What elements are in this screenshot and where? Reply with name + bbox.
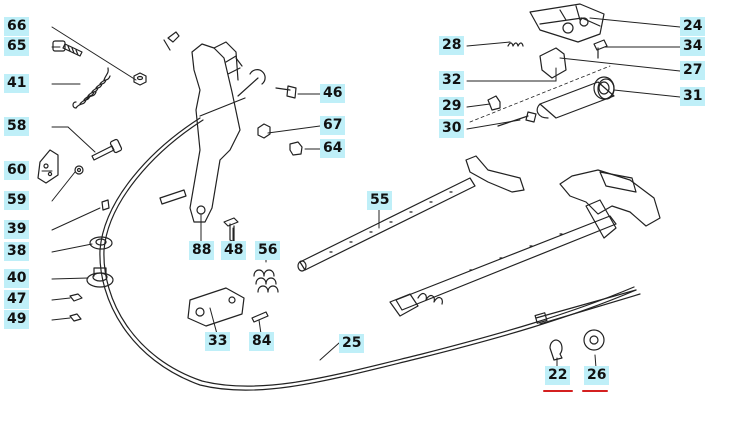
cable-end-46-area xyxy=(199,69,266,117)
clip-64-drawing xyxy=(289,141,303,156)
bolt-58-drawing xyxy=(91,138,123,161)
clip-22-drawing xyxy=(549,339,563,361)
callout-49: 49 xyxy=(4,310,30,329)
cable-end-right xyxy=(534,289,641,325)
callout-47: 47 xyxy=(4,290,30,309)
callout-38: 38 xyxy=(4,242,30,261)
nut-67-drawing xyxy=(257,123,271,139)
callout-48: 48 xyxy=(221,241,247,260)
callout-65: 65 xyxy=(4,37,30,56)
pin-46-drawing xyxy=(275,85,297,99)
grommet-40-drawing xyxy=(86,267,114,288)
bracket-33-drawing xyxy=(187,287,245,327)
clip-47-drawing xyxy=(69,293,83,302)
washer-59-drawing xyxy=(74,165,84,175)
callout-59: 59 xyxy=(4,191,30,210)
clip-26-drawing xyxy=(583,329,605,351)
callout-39: 39 xyxy=(4,220,30,239)
clip-29-drawing xyxy=(487,95,501,111)
callout-46: 46 xyxy=(320,84,346,103)
callout-84: 84 xyxy=(249,332,275,351)
spring-28-drawing xyxy=(507,42,524,47)
leader-lines xyxy=(41,17,681,369)
cable-25-drawing xyxy=(99,117,637,391)
bracket-24-drawing xyxy=(529,3,605,43)
callout-88: 88 xyxy=(189,241,215,260)
callout-25: 25 xyxy=(339,334,365,353)
callout-31: 31 xyxy=(680,87,706,106)
callout-33: 33 xyxy=(205,332,231,351)
clip-49-drawing xyxy=(69,313,82,322)
bushing-31-drawing xyxy=(593,76,615,100)
callout-34: 34 xyxy=(680,37,706,56)
callout-55: 55 xyxy=(367,191,393,210)
callout-64: 64 xyxy=(320,139,346,158)
handle-assembly-drawing xyxy=(389,169,661,317)
callout-29: 29 xyxy=(439,97,465,116)
callout-32: 32 xyxy=(439,71,465,90)
bolt-34-drawing xyxy=(593,39,608,59)
spring-41-drawing xyxy=(72,67,111,109)
callout-58: 58 xyxy=(4,117,30,136)
callout-27: 27 xyxy=(680,61,706,80)
callout-41: 41 xyxy=(4,74,30,93)
callout-40: 40 xyxy=(4,269,30,288)
bracket-60-drawing xyxy=(37,149,59,184)
highlight-underline-22 xyxy=(543,390,573,392)
bolt-30-drawing xyxy=(497,111,537,127)
callout-66: 66 xyxy=(4,17,30,36)
pin-39-drawing xyxy=(101,199,110,211)
lever-88-drawing xyxy=(159,31,243,223)
pin-48-drawing xyxy=(223,217,239,243)
handle-55-drawing xyxy=(297,155,525,272)
callout-30: 30 xyxy=(439,119,465,138)
callout-28: 28 xyxy=(439,36,465,55)
highlight-underline-26 xyxy=(582,390,608,392)
callout-60: 60 xyxy=(4,161,30,180)
callout-67: 67 xyxy=(320,116,346,135)
callout-24: 24 xyxy=(680,17,706,36)
callout-22: 22 xyxy=(545,366,571,385)
nut-66-drawing xyxy=(133,72,147,86)
dashed-axis xyxy=(469,65,611,123)
spring-56-drawing xyxy=(253,269,279,293)
callout-26: 26 xyxy=(584,366,610,385)
plate-27-drawing xyxy=(539,47,567,79)
pin-84-drawing xyxy=(251,311,269,323)
bolt-65-drawing xyxy=(52,40,83,57)
callout-56: 56 xyxy=(255,241,281,260)
